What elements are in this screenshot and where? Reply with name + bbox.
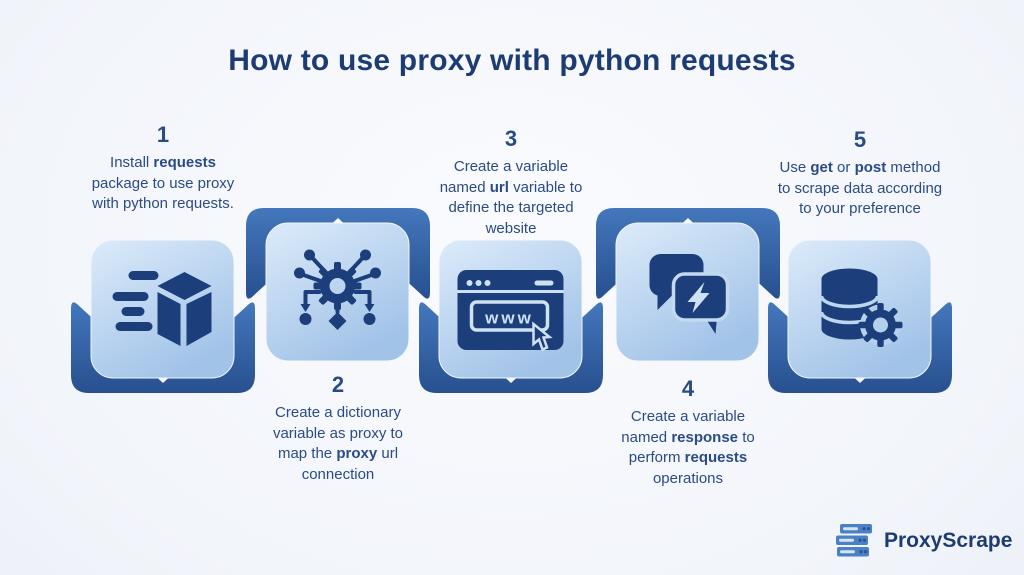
step-4-description: Create a variable named response to perf… <box>613 407 763 490</box>
step-4-desc-part: Create a variable named <box>621 408 746 446</box>
logo-text: ProxyScrape <box>884 529 1013 552</box>
step-3-number: 3 <box>504 126 518 151</box>
proxyscrape-logo: ProxyScrape <box>834 523 1012 559</box>
step-2-plate <box>265 222 410 362</box>
cursor-arrow-icon <box>532 321 553 352</box>
step-5-number: 5 <box>853 127 867 152</box>
lightning-bolt-icon <box>687 282 710 313</box>
step-5-desc-part-bold: get <box>810 159 833 176</box>
step-1-desc-part-bold: requests <box>153 154 216 171</box>
step-5-desc-part: method to scrape data according to your … <box>777 159 943 218</box>
step-2-number: 2 <box>331 372 345 397</box>
step-3-tile: www <box>419 235 603 409</box>
step-1-number: 1 <box>156 122 170 147</box>
server-stack-icon <box>836 524 872 557</box>
step-2-tile <box>246 192 430 366</box>
step-5-desc-part: or <box>832 159 855 176</box>
step-1-description: Install requests package to use proxy wi… <box>83 153 243 215</box>
step-3-desc-part-bold: url <box>489 178 509 196</box>
step-5-desc-part: Use <box>779 159 811 176</box>
browser-dot <box>484 280 491 286</box>
step-3-description: Create a variable named url variable to … <box>436 157 586 240</box>
step-2-text-block: 2 Create a dictionary variable as proxy … <box>259 372 417 486</box>
page-title: How to use proxy with python requests <box>228 44 796 77</box>
step-4-tile <box>596 192 780 366</box>
network-gear-icon <box>294 249 381 330</box>
step-5-desc-part-bold: post <box>854 159 887 176</box>
step-3-desc-part: Create a variable named <box>439 158 569 196</box>
step-3-desc-part: variable to define the targeted website <box>448 178 583 238</box>
step-1-tile <box>71 235 255 409</box>
step-5-tile <box>768 235 952 409</box>
address-bar <box>469 300 550 332</box>
browser-dot <box>466 280 473 286</box>
step-2-description: Create a dictionary variable as proxy to… <box>259 403 417 486</box>
step-4-desc-part: to perform <box>628 428 755 467</box>
step-5-text-block: 5 Use get or post method to scrape data … <box>774 127 946 220</box>
step-2-desc-part: url connection <box>301 445 399 484</box>
step-2-desc-part: Create a dictionary variable as proxy to… <box>272 404 404 463</box>
www-label: www <box>484 309 534 328</box>
browser-www-icon: www <box>457 270 564 352</box>
chat-bolt-icon <box>649 254 730 334</box>
step-3-text-block: 3 Create a variable named url variable t… <box>436 126 586 240</box>
fast-package-icon <box>112 271 212 346</box>
step-1-desc-part: Install <box>110 154 154 171</box>
gear-icon <box>858 303 903 347</box>
step-4-desc-part-bold: requests <box>684 449 748 467</box>
step-5-description: Use get or post method to scrape data ac… <box>774 158 946 220</box>
browser-dot <box>475 280 482 286</box>
step-4-text-block: 4 Create a variable named response to pe… <box>613 376 763 490</box>
step-4-desc-part-bold: response <box>671 428 739 446</box>
step-4-number: 4 <box>681 376 695 401</box>
step-1-text-block: 1 Install requests package to use proxy … <box>83 122 243 215</box>
step-4-desc-part: operations <box>652 470 724 488</box>
step-1-desc-part: package to use proxy with python request… <box>91 174 235 213</box>
database-gear-icon <box>819 268 903 347</box>
step-2-desc-part-bold: proxy <box>336 445 378 463</box>
